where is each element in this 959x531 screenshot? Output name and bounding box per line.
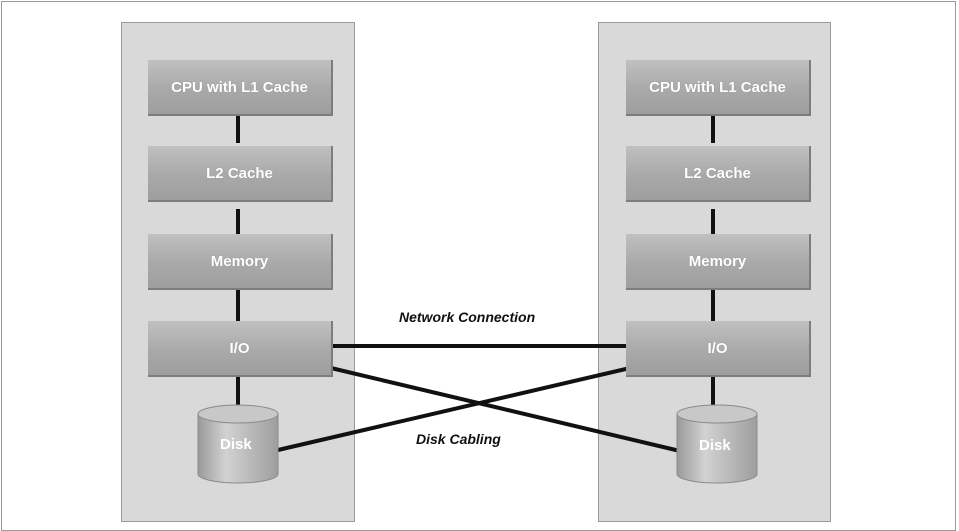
right-disk-label: Disk [699, 437, 731, 454]
right-disk-icon [676, 404, 758, 484]
left-memory-label: Memory [210, 252, 269, 270]
right-io-block: I/O [626, 321, 811, 377]
right-memory-label: Memory [688, 252, 747, 270]
left-io-label: I/O [229, 339, 250, 357]
disk-cabling-line-right-io-to-left-disk [277, 366, 631, 452]
right-l2-cache-label: L2 Cache [684, 164, 751, 182]
disk-cabling-line-left-io-to-right-disk [330, 366, 681, 453]
left-l2-cache-label: L2 Cache [206, 164, 273, 182]
left-disk-label: Disk [220, 436, 252, 453]
right-io-label: I/O [707, 339, 728, 357]
right-memory-block: Memory [626, 234, 811, 290]
right-l2-cache-block: L2 Cache [626, 146, 811, 202]
right-cpu-block: CPU with L1 Cache [626, 60, 811, 116]
network-connection-label: Network Connection [399, 309, 536, 325]
left-cpu-block: CPU with L1 Cache [148, 60, 333, 116]
left-l2-cache-block: L2 Cache [148, 146, 333, 202]
left-disk-icon [197, 404, 279, 484]
disk-cabling-label: Disk Cabling [416, 431, 501, 447]
connections [197, 116, 758, 484]
left-io-block: I/O [148, 321, 333, 377]
left-cpu-label: CPU with L1 Cache [171, 78, 308, 96]
left-memory-block: Memory [148, 234, 333, 290]
right-cpu-label: CPU with L1 Cache [649, 78, 786, 96]
